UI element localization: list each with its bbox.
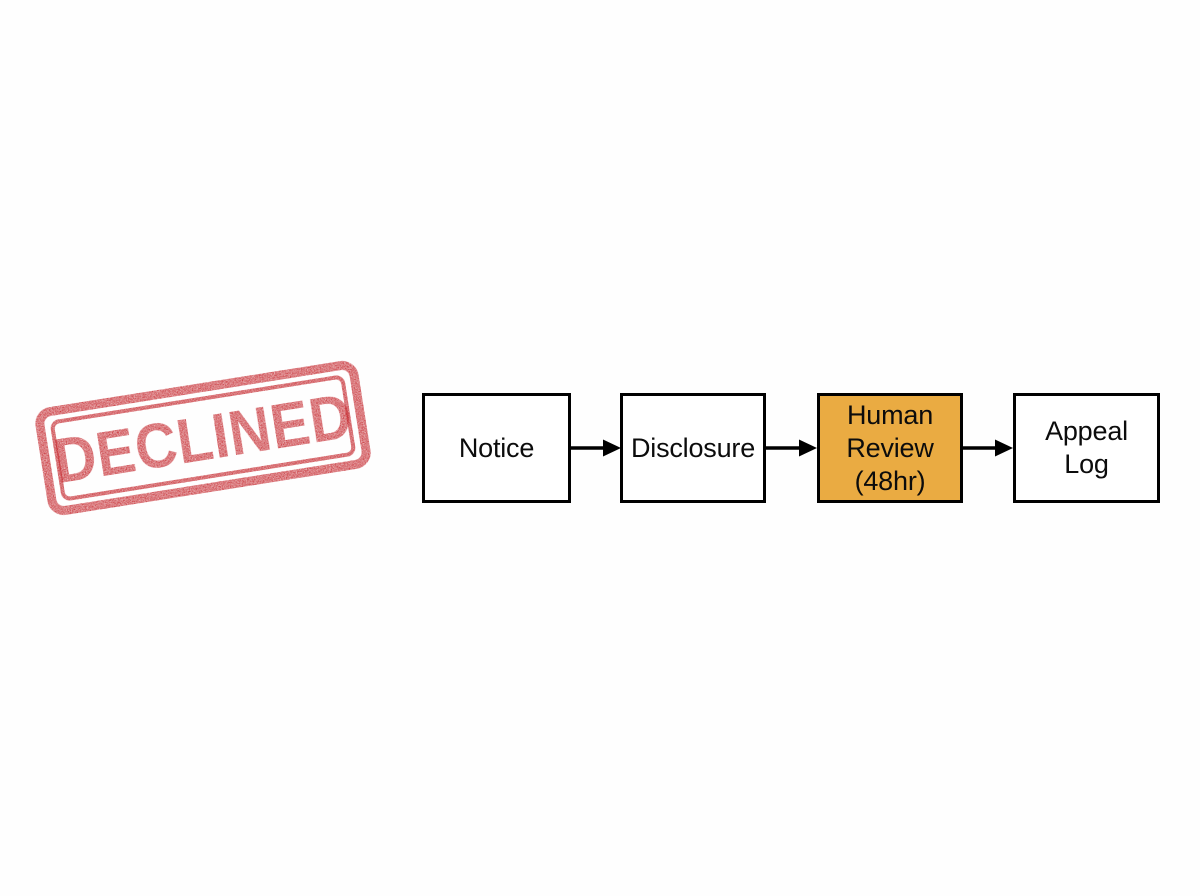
flow-node-appeal-log[interactable]: Appeal Log bbox=[1013, 393, 1160, 503]
flow-arrow-disclosure-to-human-review bbox=[764, 436, 819, 460]
flow-node-human-review[interactable]: Human Review (48hr) bbox=[817, 393, 963, 503]
flow-node-appeal-log-label: Appeal Log bbox=[1045, 416, 1128, 479]
flow-node-disclosure[interactable]: Disclosure bbox=[620, 393, 766, 503]
flow-node-notice[interactable]: Notice bbox=[422, 393, 571, 503]
flow-arrow-notice-to-disclosure bbox=[569, 436, 623, 460]
flow-node-disclosure-label: Disclosure bbox=[630, 432, 756, 463]
declined-stamp: DECLINED bbox=[35, 360, 371, 516]
declined-stamp-graphic: DECLINED bbox=[35, 360, 371, 516]
flow-node-human-review-label: Human Review (48hr) bbox=[846, 399, 934, 496]
flow-node-notice-label: Notice bbox=[458, 432, 535, 463]
flow-arrow-human-review-to-appeal-log bbox=[961, 436, 1015, 460]
stamp-outer-border bbox=[35, 360, 371, 516]
stamp-inner-border bbox=[50, 375, 356, 501]
